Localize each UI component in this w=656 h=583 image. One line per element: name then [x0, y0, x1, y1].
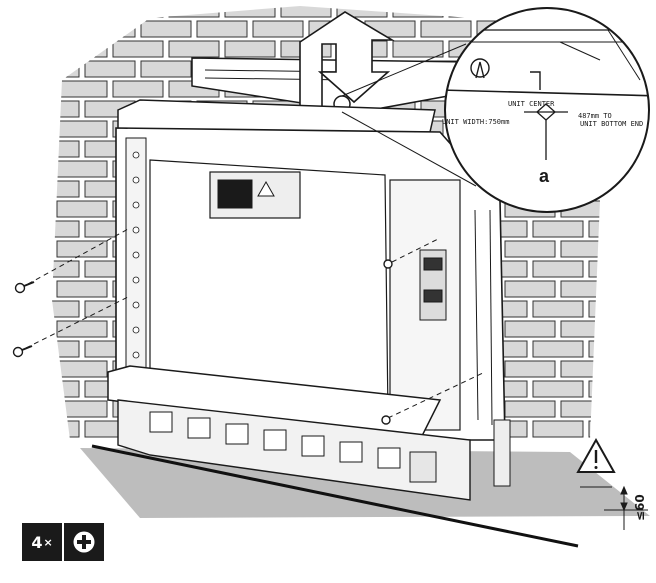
phillips-head-icon	[73, 531, 95, 553]
screwdriver-phillips-icon	[64, 523, 104, 561]
zoom-callout	[341, 7, 650, 213]
warning-icon	[576, 437, 616, 473]
clearance-dimension	[580, 485, 648, 530]
offset-label: 487mm TO	[578, 112, 612, 120]
unit-width-label: UNIT WIDTH:750mm	[442, 118, 509, 126]
callout-marker-label: a	[539, 166, 550, 186]
bottom-end-label: UNIT BOTTOM END	[580, 120, 643, 128]
unit-center-label: UNIT CENTER	[508, 100, 555, 108]
fastener-count: 4	[31, 532, 43, 552]
unit-center-marker	[524, 103, 568, 160]
floor-line	[91, 444, 579, 548]
screw-icon	[12, 227, 486, 425]
clearance-label: ≤60	[633, 494, 647, 521]
fastener-multiplier: ×	[43, 535, 53, 549]
fastener-count-badge: 4×	[22, 523, 62, 561]
indoor-unit	[107, 99, 511, 501]
